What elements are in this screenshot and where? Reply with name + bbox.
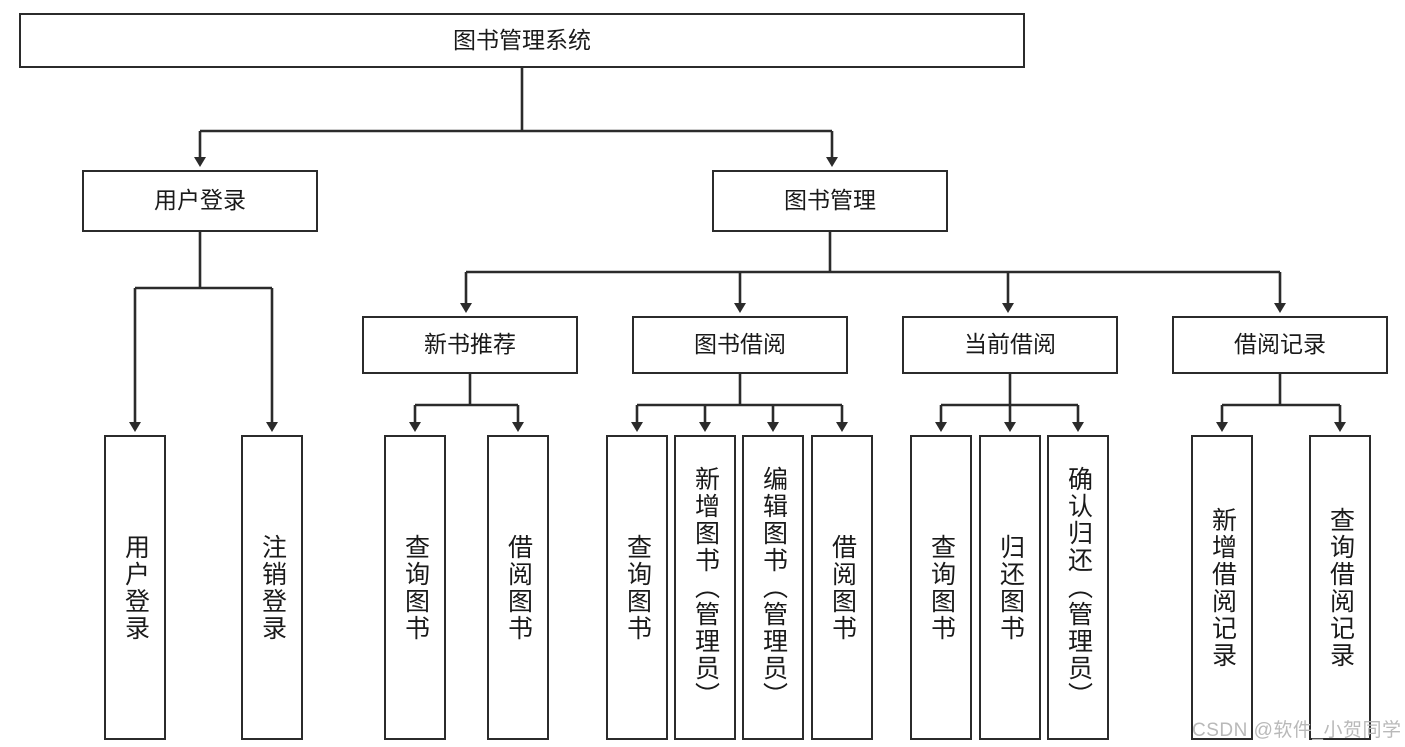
node-label: 新书推荐 xyxy=(424,331,516,358)
leaf-query-book-borrow[interactable]: 查询图书 xyxy=(606,435,668,740)
node-label: 新增借阅记录 xyxy=(1208,506,1237,669)
leaf-return-book[interactable]: 归还图书 xyxy=(979,435,1041,740)
node-label: 查询图书 xyxy=(927,533,956,642)
node-current-borrow[interactable]: 当前借阅 xyxy=(902,316,1118,374)
node-label: 确认归还（管理员） xyxy=(1064,466,1093,709)
node-label: 编辑图书（管理员） xyxy=(759,466,788,709)
node-label: 借阅图书 xyxy=(504,533,533,642)
leaf-query-book-recommend[interactable]: 查询图书 xyxy=(384,435,446,740)
node-label: 用户登录 xyxy=(154,187,246,214)
node-label: 查询图书 xyxy=(401,533,430,642)
node-label: 图书管理系统 xyxy=(453,26,591,53)
node-label: 借阅图书 xyxy=(828,533,857,642)
node-label: 用户登录 xyxy=(121,533,150,642)
leaf-borrow-book-recommend[interactable]: 借阅图书 xyxy=(487,435,549,740)
leaf-query-borrow-record[interactable]: 查询借阅记录 xyxy=(1309,435,1371,740)
node-label: 查询借阅记录 xyxy=(1326,506,1355,669)
node-root[interactable]: 图书管理系统 xyxy=(19,13,1025,68)
csdn-watermark: CSDN @软件_小贺同学 xyxy=(1192,720,1402,741)
node-new-book-recommend[interactable]: 新书推荐 xyxy=(362,316,578,374)
leaf-confirm-return-admin[interactable]: 确认归还（管理员） xyxy=(1047,435,1109,740)
leaf-edit-book-admin[interactable]: 编辑图书（管理员） xyxy=(742,435,804,740)
node-label: 当前借阅 xyxy=(964,331,1056,358)
node-label: 归还图书 xyxy=(996,533,1025,642)
leaf-add-book-admin[interactable]: 新增图书（管理员） xyxy=(674,435,736,740)
node-label: 借阅记录 xyxy=(1234,331,1326,358)
node-label: 图书借阅 xyxy=(694,331,786,358)
leaf-borrow-book[interactable]: 借阅图书 xyxy=(811,435,873,740)
node-book-management[interactable]: 图书管理 xyxy=(712,170,948,232)
node-borrow-record[interactable]: 借阅记录 xyxy=(1172,316,1388,374)
leaf-user-login[interactable]: 用户登录 xyxy=(104,435,166,740)
node-user-login[interactable]: 用户登录 xyxy=(82,170,318,232)
leaf-add-borrow-record[interactable]: 新增借阅记录 xyxy=(1191,435,1253,740)
node-label: 图书管理 xyxy=(784,187,876,214)
node-book-borrow[interactable]: 图书借阅 xyxy=(632,316,848,374)
node-label: 查询图书 xyxy=(623,533,652,642)
leaf-logout[interactable]: 注销登录 xyxy=(241,435,303,740)
node-label: 新增图书（管理员） xyxy=(691,466,720,709)
leaf-query-book-current[interactable]: 查询图书 xyxy=(910,435,972,740)
node-label: 注销登录 xyxy=(258,533,287,642)
